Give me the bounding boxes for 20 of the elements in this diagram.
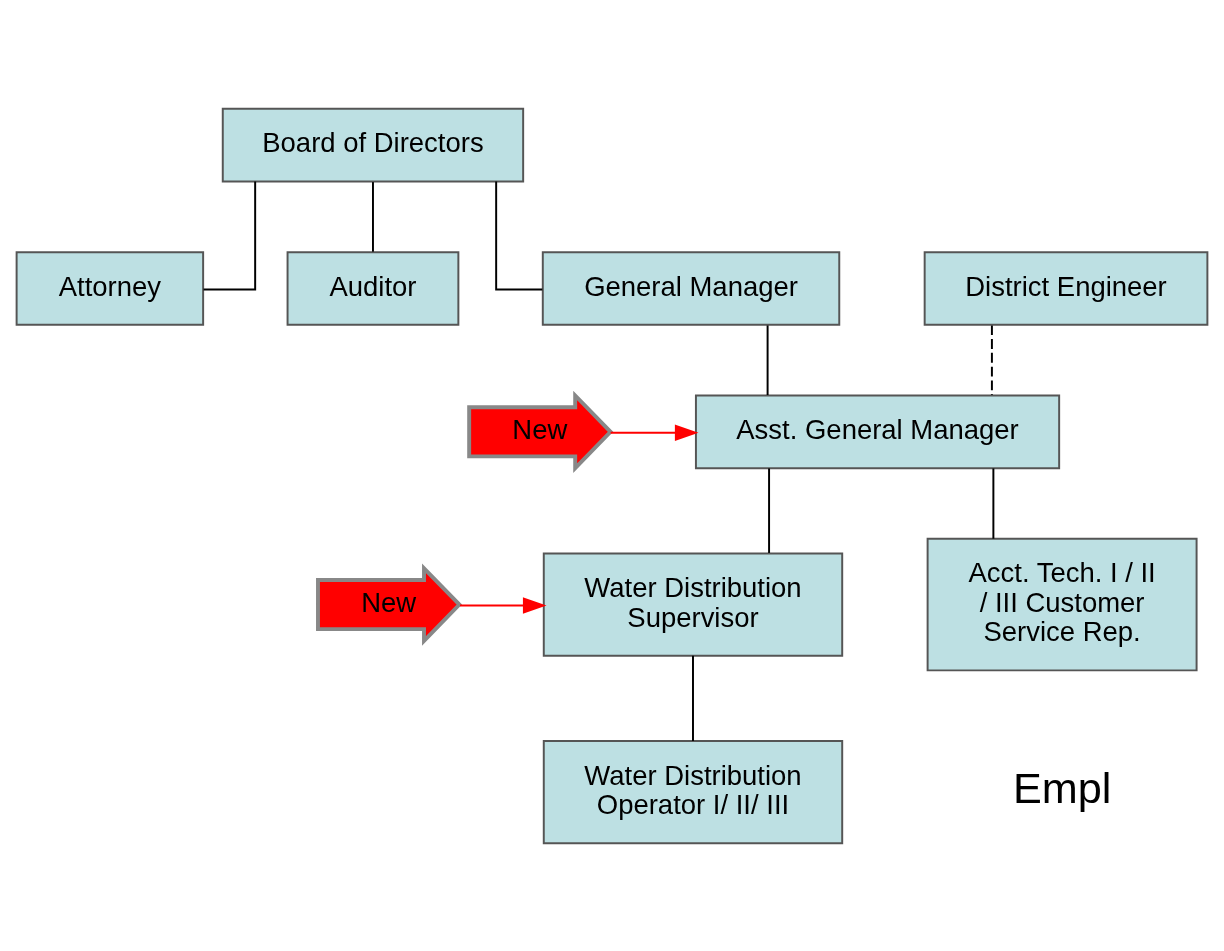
node-box: Asst. General Manager [694,394,1061,469]
connector [371,180,374,253]
node-box: Acct. Tech. I / II / III Customer Service Rep. [926,537,1198,671]
node-box: Board of Directors [221,107,525,182]
connector [990,323,993,396]
connector [768,466,771,554]
arrow [459,596,547,614]
node-box: Water Distribution Supervisor [542,552,844,657]
connector [202,180,257,290]
connector [692,654,694,742]
node-box: Water Distribution Operator I/ II/ III [542,739,844,844]
label: Empl [1012,763,1112,812]
arrow [609,424,699,441]
connector [495,180,544,290]
connector [992,466,995,540]
node-box: Auditor [286,250,460,326]
node-box: Attorney [15,250,205,326]
node-box: General Manager [541,250,841,326]
node-box: District Engineer [923,250,1209,326]
connector [766,323,769,396]
